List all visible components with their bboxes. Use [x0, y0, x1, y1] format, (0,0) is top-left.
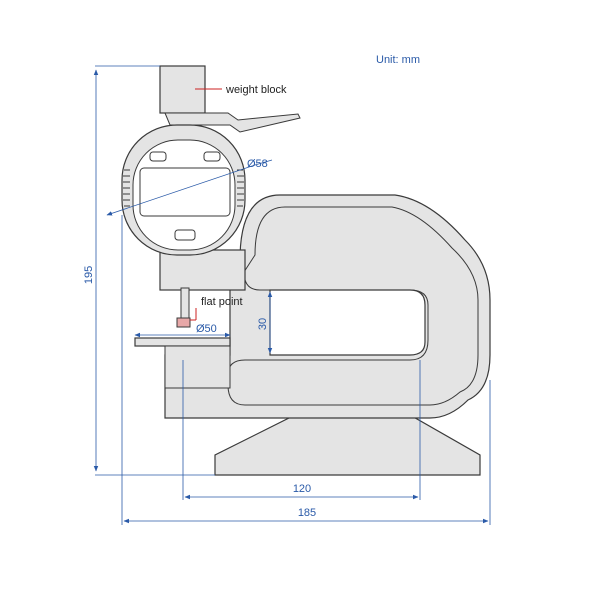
gauge-neck	[159, 249, 246, 291]
height-dimension: 195	[83, 65, 215, 476]
throat-opening	[269, 289, 426, 356]
base-block	[214, 414, 481, 476]
gap-label: 30	[257, 318, 269, 330]
dial-diameter-dimension: Ø58	[106, 158, 273, 216]
depth-dimension: 120	[182, 360, 421, 500]
spindle	[180, 287, 190, 319]
anvil-diameter-label: Ø50	[196, 323, 217, 335]
weight-block-label: weight block	[225, 84, 287, 96]
length-dimension: 185	[121, 215, 491, 525]
flat-point-tip	[176, 317, 191, 328]
height-label: 195	[83, 266, 95, 284]
unit-label: Unit: mm	[376, 54, 420, 66]
frame-inner-contour	[227, 206, 479, 406]
flat-point-callout: flat point	[190, 296, 243, 321]
gap-dimension: 30	[257, 291, 273, 354]
dial-diameter-label: Ø58	[247, 158, 268, 170]
depth-label: 120	[293, 483, 311, 495]
anvil-diameter-dimension: Ø50	[134, 323, 231, 338]
flat-point-label: flat point	[201, 296, 243, 308]
dial-indicator	[121, 124, 246, 256]
length-label: 185	[298, 507, 316, 519]
weight-block-callout: weight block	[195, 84, 287, 96]
anvil-stem	[164, 345, 231, 389]
anvil-plate	[134, 337, 231, 347]
